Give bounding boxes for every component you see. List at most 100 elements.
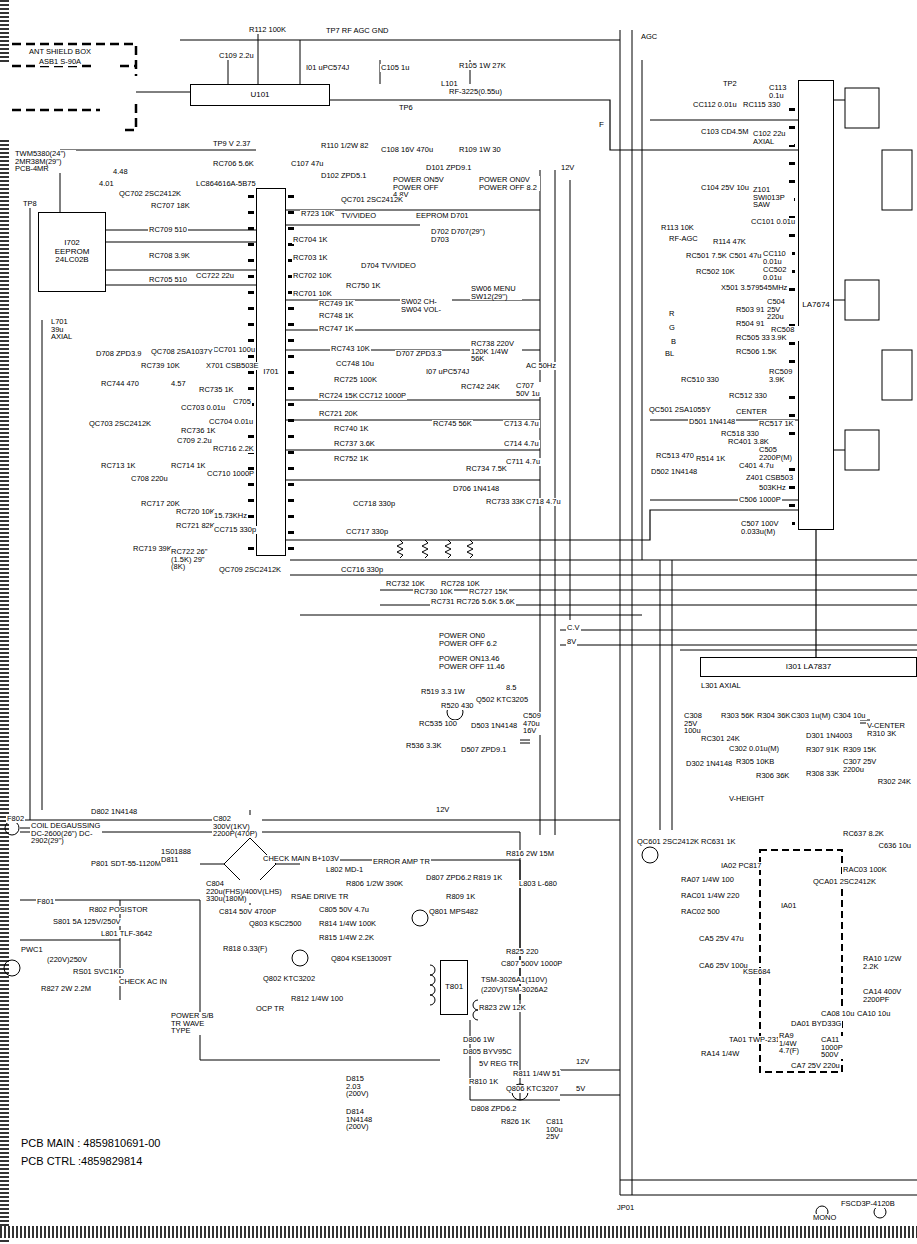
part-label: L301 AXIAL [700, 682, 742, 690]
part-label: 4.48 [112, 168, 129, 176]
part-label: RA07 1/4W 100 [680, 876, 735, 884]
part-label: D702 D707(29") D703 [430, 228, 487, 243]
part-label: R504 91 [735, 320, 765, 328]
part-label: TV/VIDEO [340, 212, 377, 220]
part-label: CC748 10u [335, 360, 375, 368]
part-label: C711 4.7u [505, 458, 541, 466]
part-label: POWER ON0V POWER OFF 8.2 [478, 176, 540, 191]
part-label: RC401 3.8K [727, 438, 770, 446]
part-label: RSAE DRIVE TR [290, 893, 349, 901]
part-label: R812 1/4W 100 [290, 995, 344, 1003]
part-label: JP01 [616, 1204, 635, 1212]
wire-connector [286, 510, 798, 540]
part-label: (220V)250V [46, 956, 88, 964]
ic-name: LA7674 [802, 301, 830, 310]
part-label: 12V [435, 806, 450, 814]
part-label: D805 BYV95C [462, 1048, 513, 1056]
part-label: CENTER [735, 408, 768, 416]
part-label: R825 220 [505, 948, 540, 956]
part-label: RC749 1K [318, 300, 355, 308]
part-label: Q806 KTC3207 [505, 1085, 559, 1093]
part-label: C708 220u [130, 475, 169, 483]
part-label: RC733 33K [485, 498, 526, 506]
part-label: R302 24K [877, 778, 912, 786]
part-label: R308 33K [805, 770, 840, 778]
part-label: CC110 0.01u [762, 250, 792, 265]
part-label: F802 [6, 815, 25, 823]
part-label: D301 1N4003 [805, 732, 853, 740]
part-label: C805 50V 4.7u [318, 906, 370, 914]
part-label: QC702 2SC2412K [118, 190, 182, 198]
part-label: D808 ZPD6.2 [470, 1105, 517, 1113]
part-label: IA01 [780, 902, 797, 910]
part-label: COIL DEGAUSSING DC-2600(26") DC-2902(29"… [30, 822, 102, 845]
part-label: RC739 10K [140, 362, 181, 370]
part-label: L802 MD-1 [325, 866, 364, 874]
part-label: V-HEIGHT [728, 795, 765, 803]
part-label: CC718 330p [352, 500, 396, 508]
part-label: RC512 330 [728, 392, 768, 400]
part-label: C113 0.1u [768, 84, 796, 99]
part-label: RC722 26"(1.5K) 29"(8K) [170, 548, 212, 571]
part-label: D502 1N4148 [650, 468, 698, 476]
part-label: C709 2.2u [176, 437, 213, 445]
part-label: LC864616A-5B75 [195, 180, 257, 188]
part-label: RC707 18K [150, 202, 191, 210]
part-label: IA02 PC817 [720, 862, 762, 870]
part-label: C507 100V 0.033u(M) [740, 520, 792, 535]
part-label: R816 2W 15M [505, 850, 555, 858]
part-label: 503KHz [758, 484, 787, 492]
part-label: C104 25V 10u [700, 184, 750, 192]
part-label: D102 ZPD5.1 [320, 172, 367, 180]
part-label: C636 10u [877, 842, 912, 850]
part-label: RC725 100K [333, 376, 378, 384]
part-label: C811 100u 25V [545, 1118, 577, 1141]
part-label: CC704 0.01u [208, 418, 254, 426]
part-label: RC637 8.2K [842, 830, 885, 838]
part-label: RC736 1K [180, 427, 217, 435]
part-label: AGC [640, 33, 658, 41]
part-label: R811 1/4W 51 [512, 1070, 561, 1078]
wire-connector [330, 100, 798, 150]
part-label: C501 47u [728, 252, 763, 260]
part-label: R815 1/4W 2.2K [318, 934, 375, 942]
ic-name: I701 [263, 368, 279, 377]
part-label: L701 39u AXIAL [50, 318, 82, 341]
part-label: RC535 100 [418, 720, 458, 728]
part-label: RC517 1K [758, 420, 795, 428]
part-label: Z401 CSB503 [745, 474, 794, 482]
part-label: RC721 82K [175, 522, 216, 530]
part-label: C718 4.7u [525, 498, 562, 506]
part-label: TP8 [22, 200, 38, 208]
part-label: ERROR AMP TR [372, 858, 431, 866]
part-label: RC750 1K [345, 282, 382, 290]
part-label: QC701 2SC2412K [340, 196, 404, 204]
part-label: CHECK AC IN [118, 978, 168, 986]
part-label: C107 47u [290, 160, 325, 168]
part-label: C504 25V 220u [766, 298, 796, 321]
part-label: RAC01 1/4W 220 [680, 892, 740, 900]
part-label: C308 25V 100u [683, 712, 715, 735]
part-label: RC506 1.5K [735, 348, 778, 356]
part-label: R514 1K [695, 455, 726, 463]
part-label: PWC1 [20, 946, 44, 954]
part-label: R503 91 [735, 306, 765, 314]
part-label: ANT SHIELD BOX [28, 48, 92, 56]
part-label: C302 0.01u(M) [728, 745, 780, 753]
part-label: OCP TR [255, 1005, 285, 1013]
part-label: D704 TV/VIDEO [360, 262, 417, 270]
part-label: R723 10K [300, 210, 335, 218]
part-label: C509 470u 16V [522, 712, 554, 735]
part-label: SW06 MENU SW12(29") [470, 285, 522, 300]
part-label: TSM-3026A1(110V) [480, 976, 548, 984]
part-label: C103 CD4.5M [700, 128, 750, 136]
part-label: D501 1N4148 [688, 418, 736, 426]
part-label: L101 [440, 80, 459, 88]
part-label: D807 ZPD6.2 [425, 874, 472, 882]
part-label: CA11 1000P 500V [820, 1036, 857, 1059]
signal-label: F [598, 121, 605, 129]
part-label: 8V [566, 638, 577, 646]
part-label: RA10 1/2W 2.2K [862, 955, 904, 970]
part-label: R806 1/2W 390K [345, 880, 404, 888]
part-label: RAC02 500 [680, 908, 721, 916]
